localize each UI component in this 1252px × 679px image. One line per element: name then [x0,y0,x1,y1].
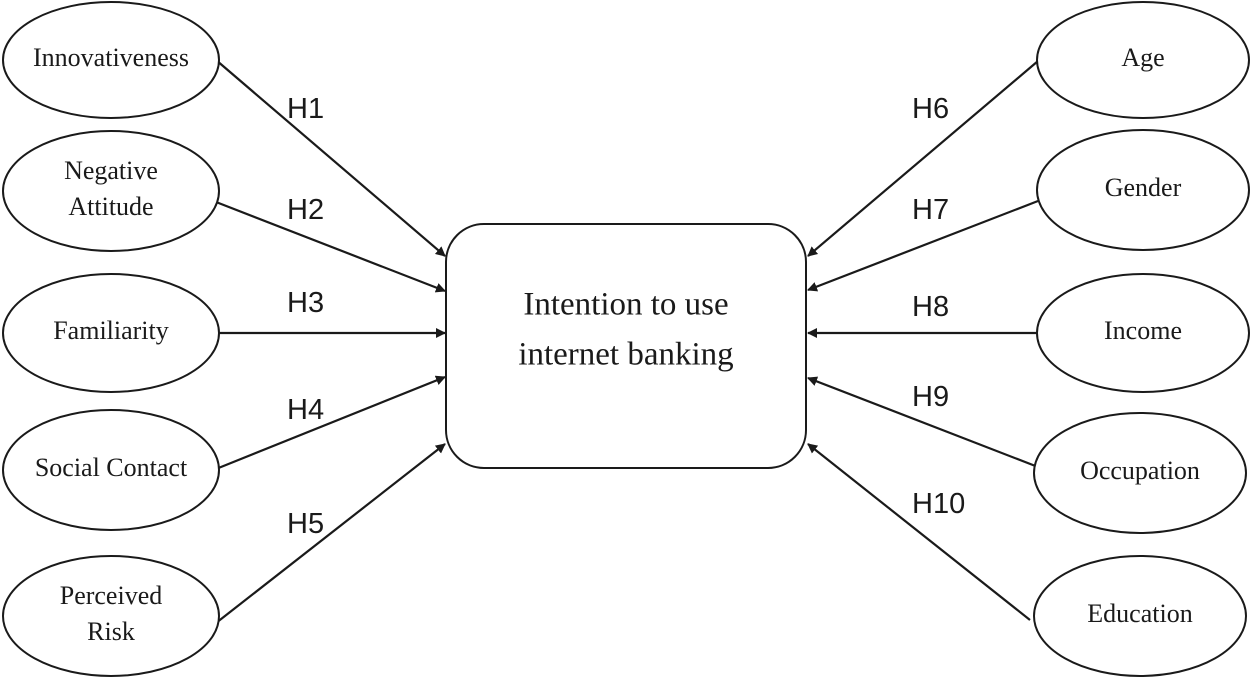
edge-label-h8: H8 [912,291,949,323]
node-occupation-ellipse [1033,412,1247,534]
node-occupation: Occupation [1033,412,1247,534]
node-target-box [445,223,807,469]
edge-familiarity: H3 [216,287,446,338]
node-innovativeness-line-1: Innovativeness [33,43,189,72]
node-gender: Gender [1036,129,1250,251]
node-social-contact-ellipse [2,409,220,531]
node-familiarity-ellipse [2,273,220,393]
edge-education: H10 [807,443,1031,621]
node-familiarity: Familiarity [2,273,220,393]
edge-negative-attitude: H2 [215,194,446,293]
node-age-ellipse [1036,1,1250,119]
node-negative-attitude-line-1: Negative [64,156,158,185]
node-gender-ellipse [1036,129,1250,251]
edge-innovativeness: H1 [215,59,446,257]
node-income: Income [1036,273,1250,393]
edge-social-contact: H4 [215,375,446,471]
edge-label-h3: H3 [287,287,324,319]
node-age: Age [1036,1,1250,119]
node-innovativeness-ellipse [2,1,220,119]
node-perceived-risk-ellipse [2,555,220,677]
node-income-ellipse [1036,273,1250,393]
node-perceived-risk-line-2: Risk [87,617,135,646]
node-education-line-1: Education [1087,599,1192,628]
node-age-line-1: Age [1121,43,1164,72]
node-income-line-1: Income [1104,316,1182,345]
node-education-ellipse [1033,555,1247,677]
edge-age: H6 [807,60,1039,257]
edge-perceived-risk-arrow [215,443,446,624]
edge-social-contact-arrow [215,375,446,471]
edge-age-arrow [807,60,1039,257]
edge-perceived-risk: H5 [215,443,446,624]
edge-education-arrow [807,443,1031,621]
node-social-contact: Social Contact [2,409,220,531]
edge-income: H8 [807,291,1038,338]
node-innovativeness: Innovativeness [2,1,220,119]
node-perceived-risk-line-1: Perceived [60,581,163,610]
edge-label-h1: H1 [287,93,324,125]
edge-label-h7: H7 [912,194,949,226]
edge-label-h6: H6 [912,93,949,125]
node-target-line-2: internet banking [518,337,733,373]
edge-label-h4: H4 [287,394,324,426]
edge-occupation: H9 [807,376,1039,469]
edge-label-h5: H5 [287,508,324,540]
node-education: Education [1033,555,1247,677]
node-familiarity-line-1: Familiarity [53,316,169,345]
node-target: Intention to use internet banking [445,223,807,469]
edge-innovativeness-arrow [215,59,446,257]
node-social-contact-line-1: Social Contact [35,453,188,482]
node-negative-attitude-ellipse [2,130,220,252]
edge-occupation-arrow [807,376,1039,469]
edge-gender: H7 [807,194,1039,292]
edge-label-h9: H9 [912,381,949,413]
node-negative-attitude-line-2: Attitude [68,192,153,221]
node-target-line-1: Intention to use [523,287,728,323]
node-occupation-line-1: Occupation [1080,456,1200,485]
edge-label-h2: H2 [287,194,324,226]
edge-label-h10: H10 [912,488,965,520]
node-gender-line-1: Gender [1105,173,1182,202]
edge-negative-attitude-arrow [215,200,446,293]
edge-gender-arrow [807,199,1039,292]
